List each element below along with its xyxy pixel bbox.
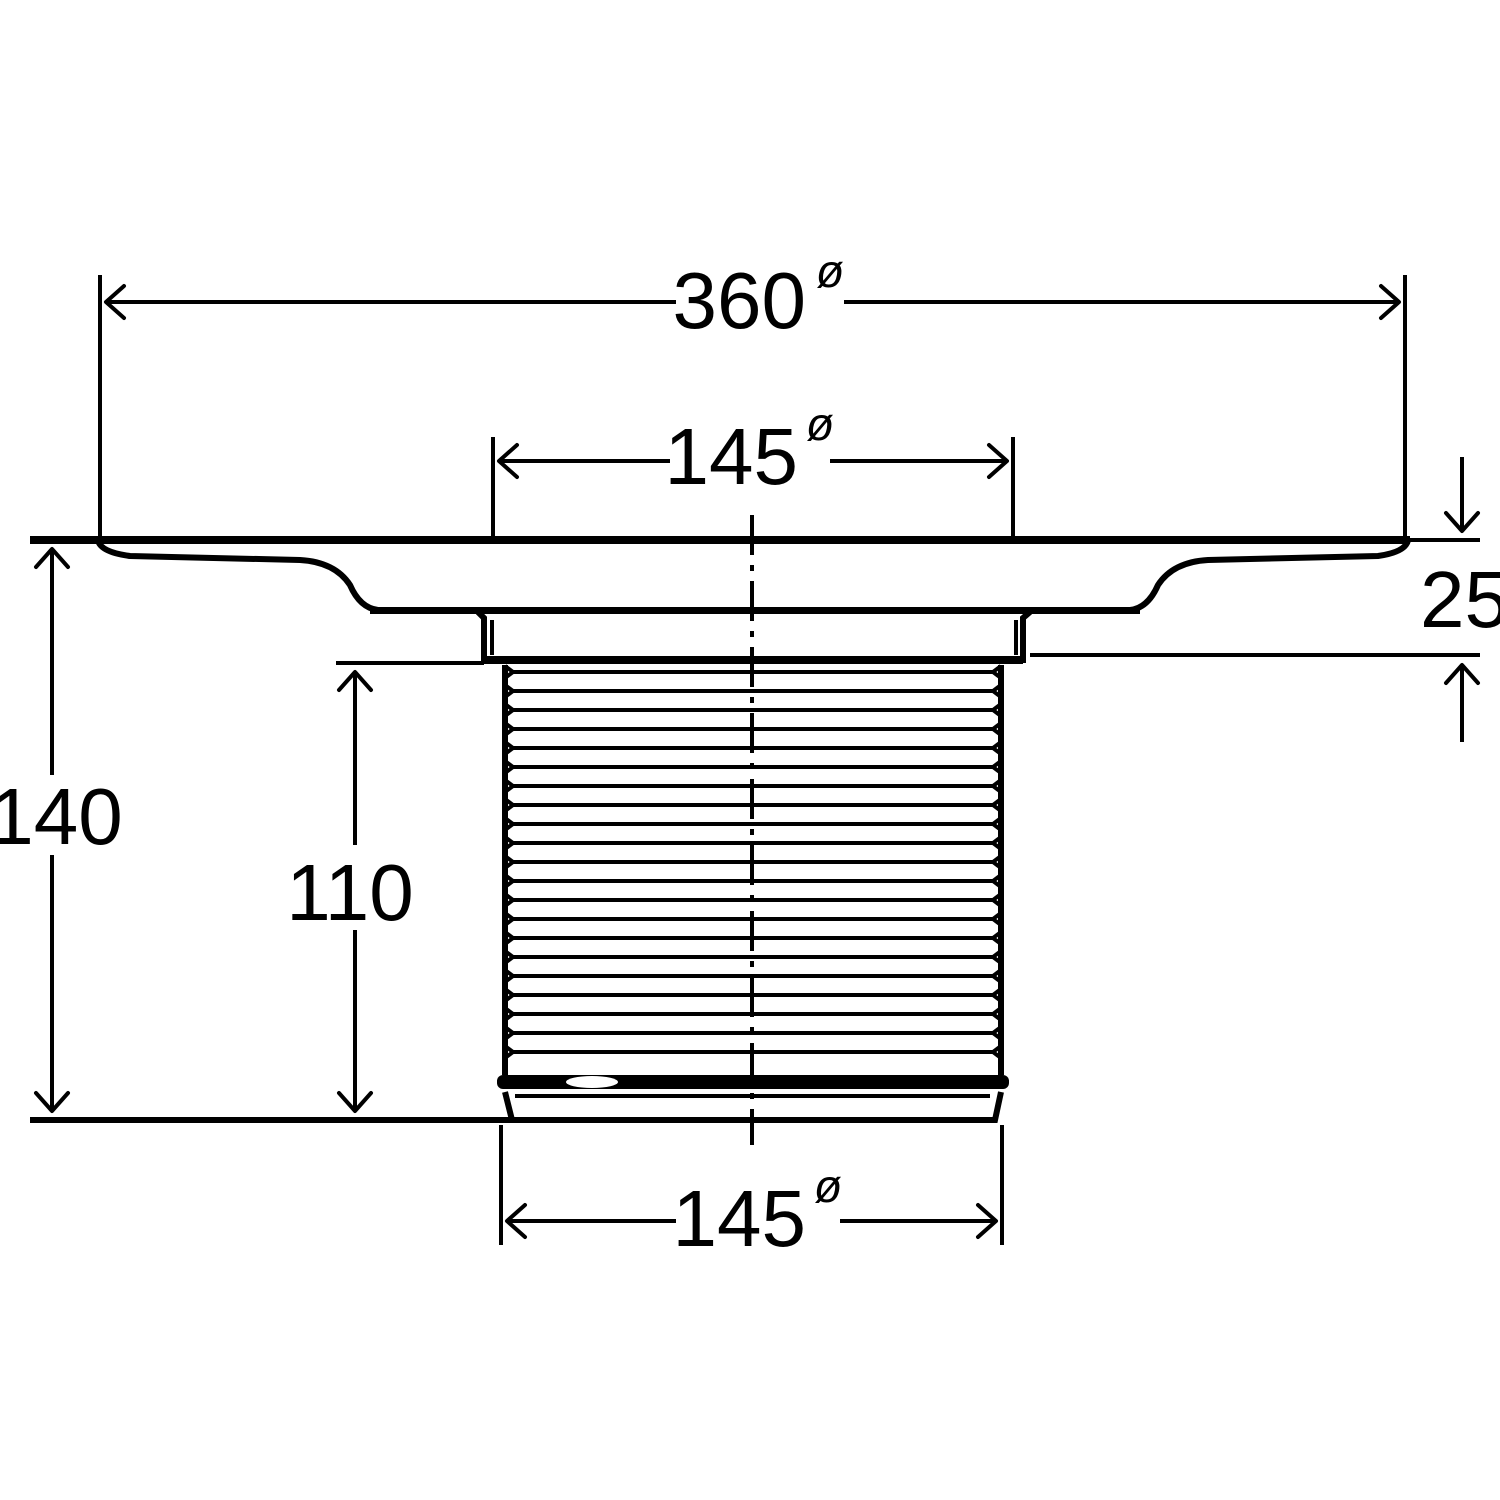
overall-height-value: 140 — [0, 772, 123, 861]
diameter-symbol: ø — [816, 245, 844, 297]
threaded-body — [502, 664, 1004, 1075]
flange-height-value: 25 — [1420, 555, 1500, 644]
diameter-symbol: ø — [806, 398, 834, 450]
arrow-left — [497, 443, 519, 479]
drain-outlet — [30, 1075, 1009, 1123]
body-diameter-top-value: 145 — [665, 412, 798, 501]
arrow-up — [1444, 663, 1480, 685]
dimension-flange-diameter: 360 ø — [98, 245, 1407, 538]
diameter-symbol: ø — [814, 1160, 842, 1212]
dimension-overall-height: 140 — [0, 547, 123, 1113]
arrow-down — [34, 1091, 70, 1113]
label-background — [676, 1165, 840, 1255]
arrow-up — [337, 670, 373, 692]
drain-flange — [30, 536, 1411, 614]
dimension-body-diameter-bottom: 145 ø — [499, 1125, 1004, 1263]
body-diameter-bottom-value: 145 — [673, 1174, 806, 1263]
arrow-right — [976, 1203, 998, 1239]
arrow-up — [34, 547, 70, 569]
label-background — [676, 250, 844, 340]
dimension-threaded-height: 110 — [286, 661, 484, 1113]
threaded-height-value: 110 — [286, 848, 414, 937]
arrow-down — [337, 1091, 373, 1113]
arrow-right — [987, 443, 1009, 479]
outlet-seal-highlight — [566, 1076, 618, 1088]
dimension-flange-height: 25 — [1030, 457, 1500, 742]
arrow-left — [505, 1203, 527, 1239]
arrow-down — [1444, 511, 1480, 533]
label-background — [670, 405, 830, 495]
flange-diameter-value: 360 — [673, 256, 806, 345]
arrow-right — [1379, 284, 1401, 320]
dimension-body-diameter-top: 145 ø — [491, 398, 1015, 538]
arrow-left — [104, 284, 126, 320]
thread-ribs — [503, 664, 1003, 1060]
